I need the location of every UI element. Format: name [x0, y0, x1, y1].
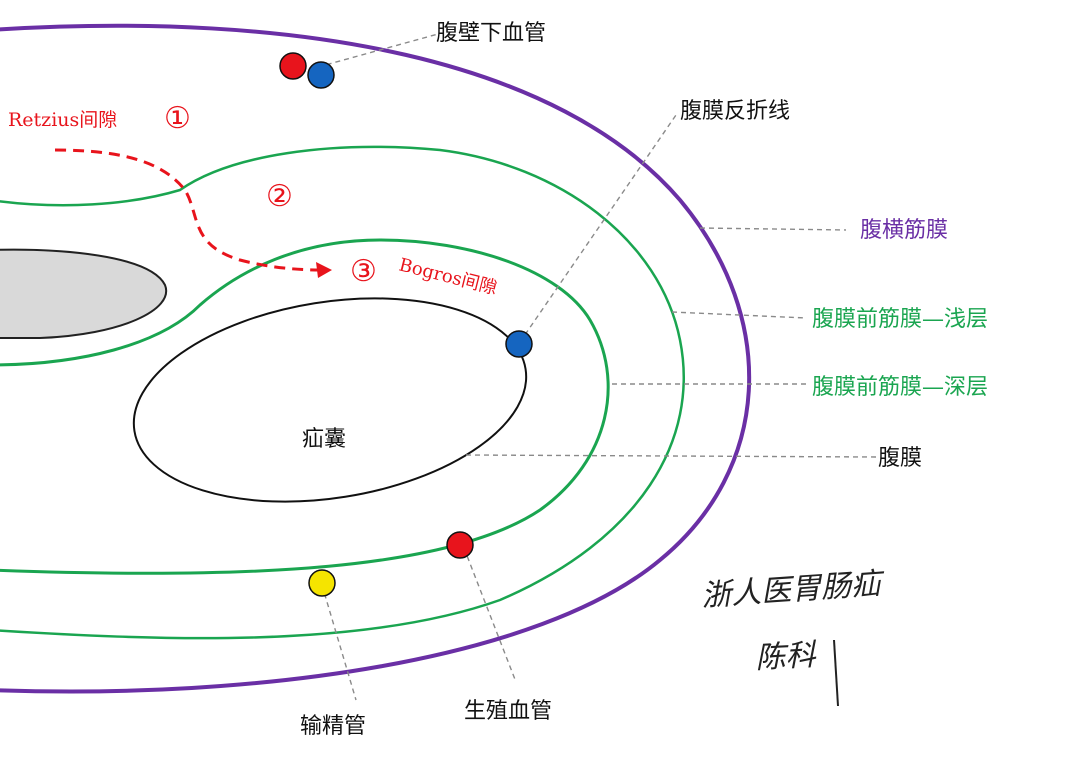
leader-superficial [671, 311, 807, 319]
label-preperitoneal-deep: 腹膜前筋膜—深层 [812, 375, 988, 400]
label-peritoneum: 腹膜 [878, 446, 922, 471]
reflection-vein-dot [505, 330, 533, 358]
leader-peritoneal-reflection [519, 114, 677, 343]
hernia-sac-outline [132, 297, 528, 503]
leader-peritoneum [465, 454, 877, 458]
signature-line-1: 浙人医胃肠疝 [700, 566, 887, 614]
leader-gonadal [463, 547, 517, 683]
leader-transversalis [699, 227, 847, 231]
leader-vas [321, 584, 357, 701]
label-middle-number: ② [266, 179, 293, 214]
leader-inferior-epigastric [317, 33, 439, 68]
transversalis-fascia-line [0, 23, 752, 694]
bladder-shape [0, 248, 168, 339]
preperitoneal-superficial-line [0, 145, 685, 640]
space-arrow [54, 148, 321, 272]
inferior-epigastric-artery-dot [279, 52, 307, 80]
vas-deferens-dot [308, 569, 336, 597]
label-retzius-number: ① [164, 101, 191, 136]
space-arrow-head [316, 262, 332, 278]
label-transversalis-fascia: 腹横筋膜 [860, 218, 948, 243]
label-retzius-space: Retzius间隙 [8, 109, 117, 131]
label-gonadal-vessels: 生殖血管 [464, 699, 552, 724]
gonadal-artery-dot [446, 531, 474, 559]
label-hernia-sac: 疝囊 [302, 427, 346, 452]
inferior-epigastric-vein-dot [307, 61, 335, 89]
label-peritoneal-reflection: 腹膜反折线 [680, 99, 790, 124]
label-bogros-space: Bogros间隙 [397, 254, 499, 299]
preperitoneal-deep-line [0, 238, 610, 575]
label-inferior-epigastric: 腹壁下血管 [436, 21, 546, 46]
leader-lines [317, 33, 877, 701]
label-bogros-number: ③ [350, 254, 377, 289]
signature-stroke [833, 639, 839, 707]
signature-line-2: 陈科 [755, 638, 819, 676]
label-vas-deferens: 输精管 [300, 714, 366, 739]
label-preperitoneal-superficial: 腹膜前筋膜—浅层 [812, 307, 988, 332]
